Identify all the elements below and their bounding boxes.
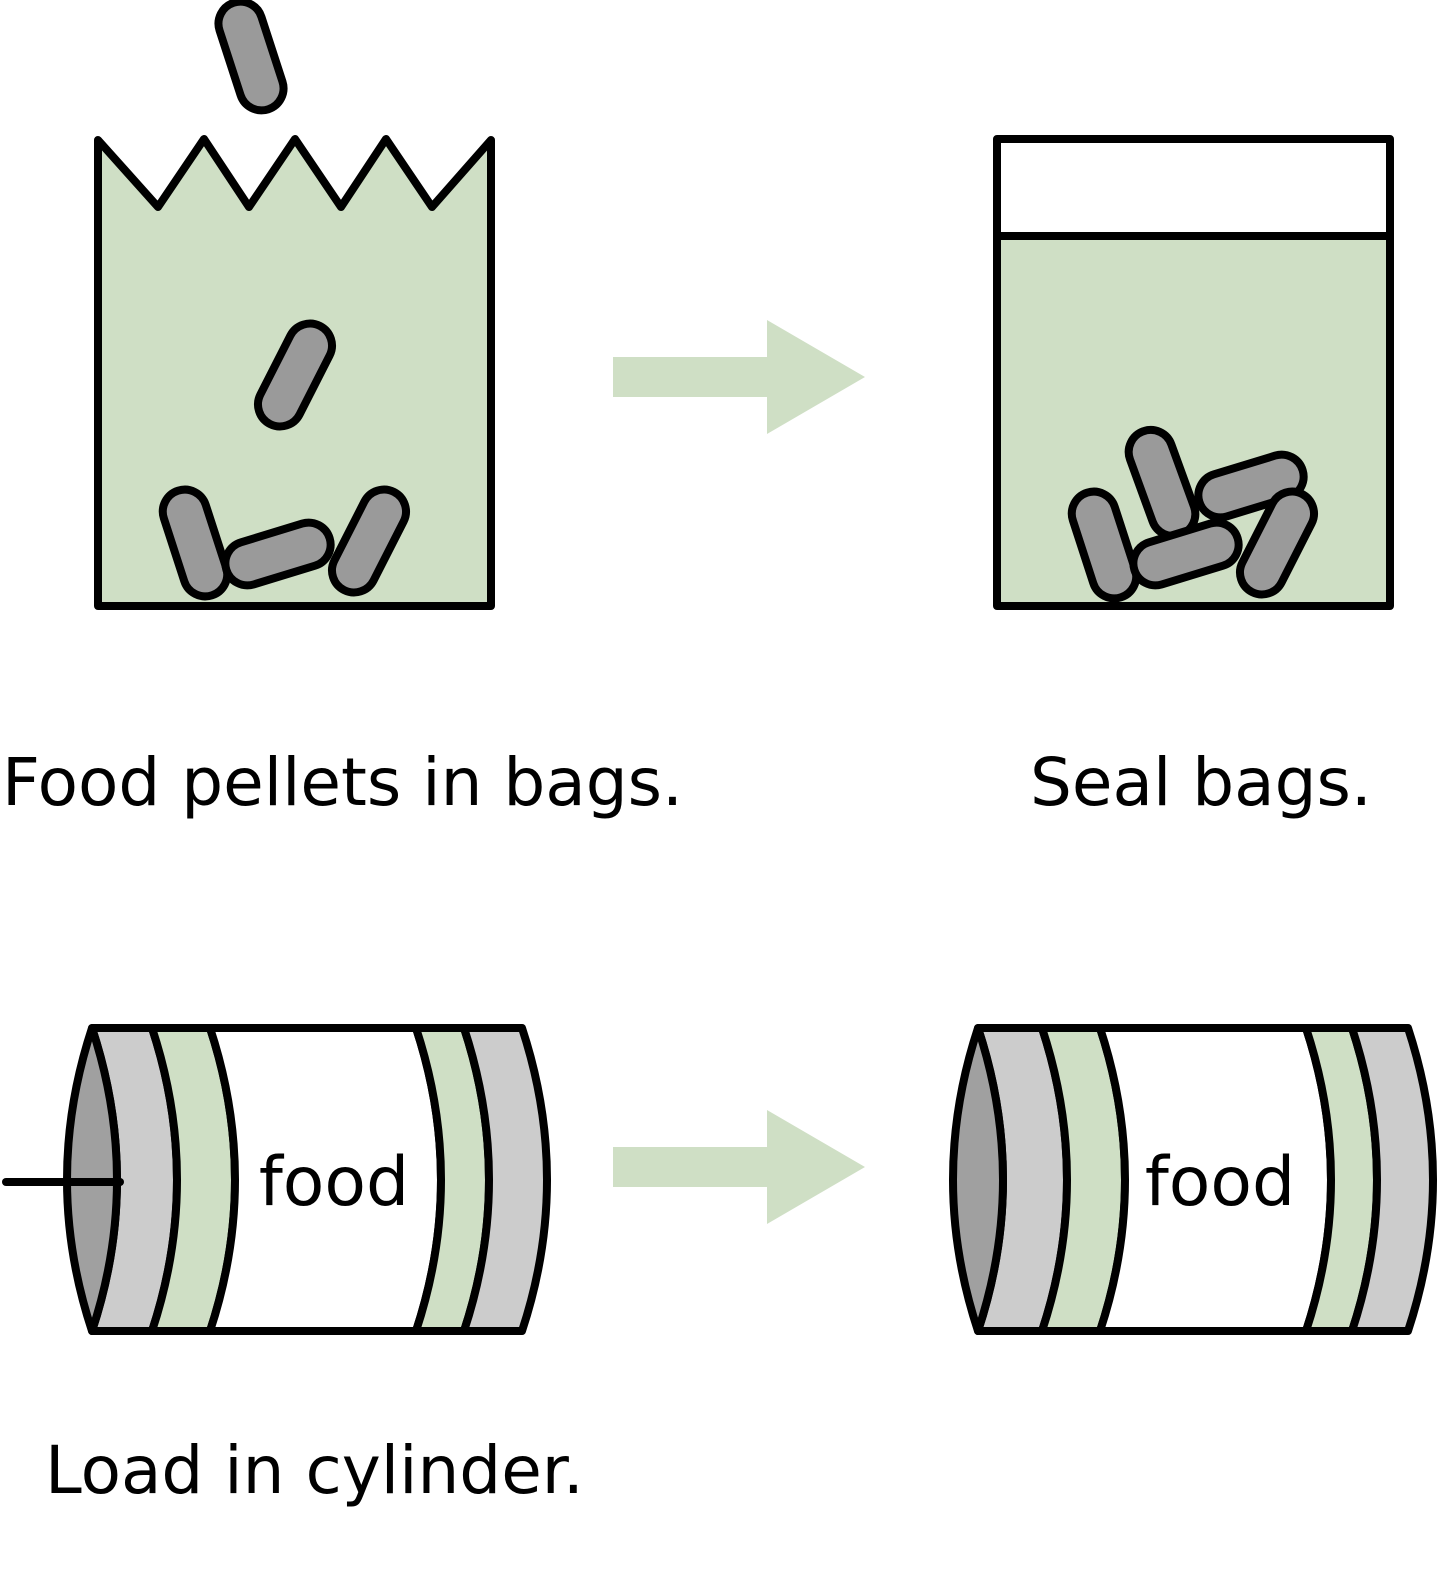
cylinder-left-band-gray-right bbox=[460, 1024, 551, 1335]
caption-pellets-in-bags: Food pellets in bags. bbox=[2, 744, 684, 821]
sealed-bag-illustration bbox=[993, 135, 1394, 610]
caption-seal-bags: Seal bags. bbox=[1030, 744, 1372, 821]
pellets-in-bag bbox=[1067, 425, 1318, 603]
pellet-icon bbox=[214, 0, 288, 115]
cylinder-right-illustration bbox=[949, 1024, 1437, 1335]
pellet-icon bbox=[1236, 487, 1318, 599]
cylinder-right-label: food bbox=[1145, 1143, 1295, 1222]
pellet-icon bbox=[254, 319, 336, 431]
cylinder-right-end-cap bbox=[949, 1024, 1007, 1335]
pellets-falling bbox=[158, 0, 410, 601]
caption-load-in-cylinder: Load in cylinder. bbox=[45, 1432, 584, 1509]
cylinder-left-label: food bbox=[259, 1143, 409, 1222]
pellet-icon bbox=[221, 518, 335, 590]
pellet-icon bbox=[1129, 518, 1243, 590]
sealed-bag-seal-strip bbox=[993, 135, 1394, 240]
pellet-icon bbox=[1067, 487, 1141, 603]
arrow-right-icon bbox=[613, 1110, 865, 1224]
pellet-icon bbox=[158, 485, 232, 601]
arrow-right-icon bbox=[613, 320, 865, 434]
pellet-icon bbox=[328, 485, 410, 597]
cylinder-right-band-gray-right bbox=[1348, 1024, 1437, 1335]
open-bag-illustration bbox=[94, 0, 495, 610]
cylinder-left-illustration bbox=[2, 1024, 551, 1335]
pellet-icon bbox=[1194, 450, 1308, 522]
